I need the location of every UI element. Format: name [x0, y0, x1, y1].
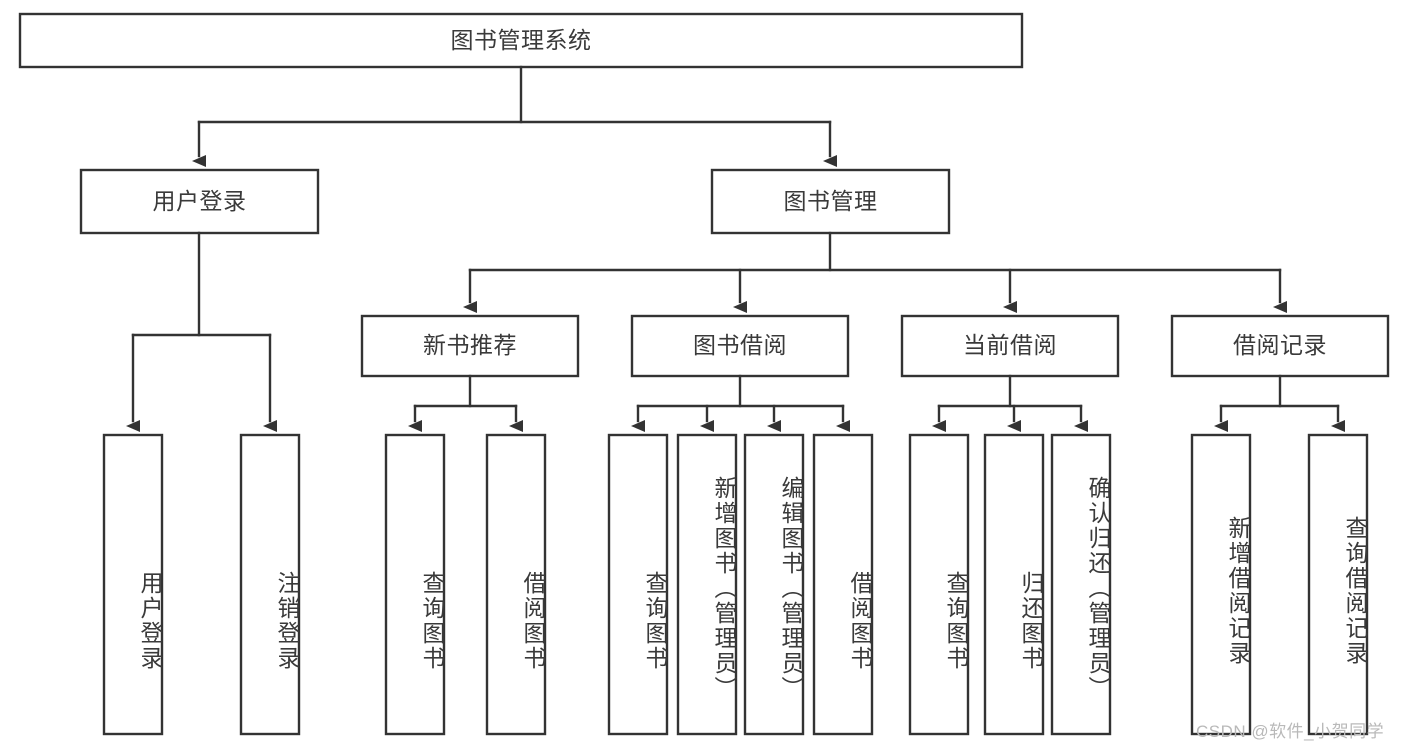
leaf-box-return-book[interactable]: [983, 433, 1045, 736]
node-box-root[interactable]: [18, 12, 1024, 69]
csdn-watermark: CSDN @软件_小贺同学: [1196, 722, 1385, 741]
leaf-box-edit-book-admin[interactable]: [743, 433, 805, 736]
node-box-new-book-recommend[interactable]: [360, 314, 580, 378]
leaf-box-add-borrow-record[interactable]: [1190, 433, 1252, 736]
leaf-box-user-logout[interactable]: [239, 433, 301, 736]
connector-root-to-level2: [192, 65, 837, 167]
leaf-box-borrow-book-rec[interactable]: [485, 433, 547, 736]
connector-borrow-record-to-leaves: [1214, 374, 1345, 432]
leaf-box-add-book-admin[interactable]: [676, 433, 738, 736]
leaf-box-borrow-book[interactable]: [812, 433, 874, 736]
leaf-box-query-borrow-record[interactable]: [1307, 433, 1369, 736]
leaf-box-confirm-return-admin[interactable]: [1050, 433, 1112, 736]
connector-new-book-recommend-to-leaves: [408, 374, 523, 432]
leaf-box-query-book-rec[interactable]: [384, 433, 446, 736]
connector-user-login-to-leaves: [126, 231, 277, 432]
node-box-user-login[interactable]: [79, 168, 320, 235]
leaf-box-query-book-current[interactable]: [908, 433, 970, 736]
leaf-box-user-login[interactable]: [102, 433, 164, 736]
node-box-book-borrow[interactable]: [630, 314, 850, 378]
connector-book-borrow-to-leaves: [631, 374, 850, 432]
node-box-current-borrow[interactable]: [900, 314, 1120, 378]
connector-book-management-to-level3: [463, 231, 1287, 313]
node-box-book-management[interactable]: [710, 168, 951, 235]
leaf-box-query-book-borrow[interactable]: [607, 433, 669, 736]
node-box-borrow-record[interactable]: [1170, 314, 1390, 378]
connector-current-borrow-to-leaves: [932, 374, 1088, 432]
